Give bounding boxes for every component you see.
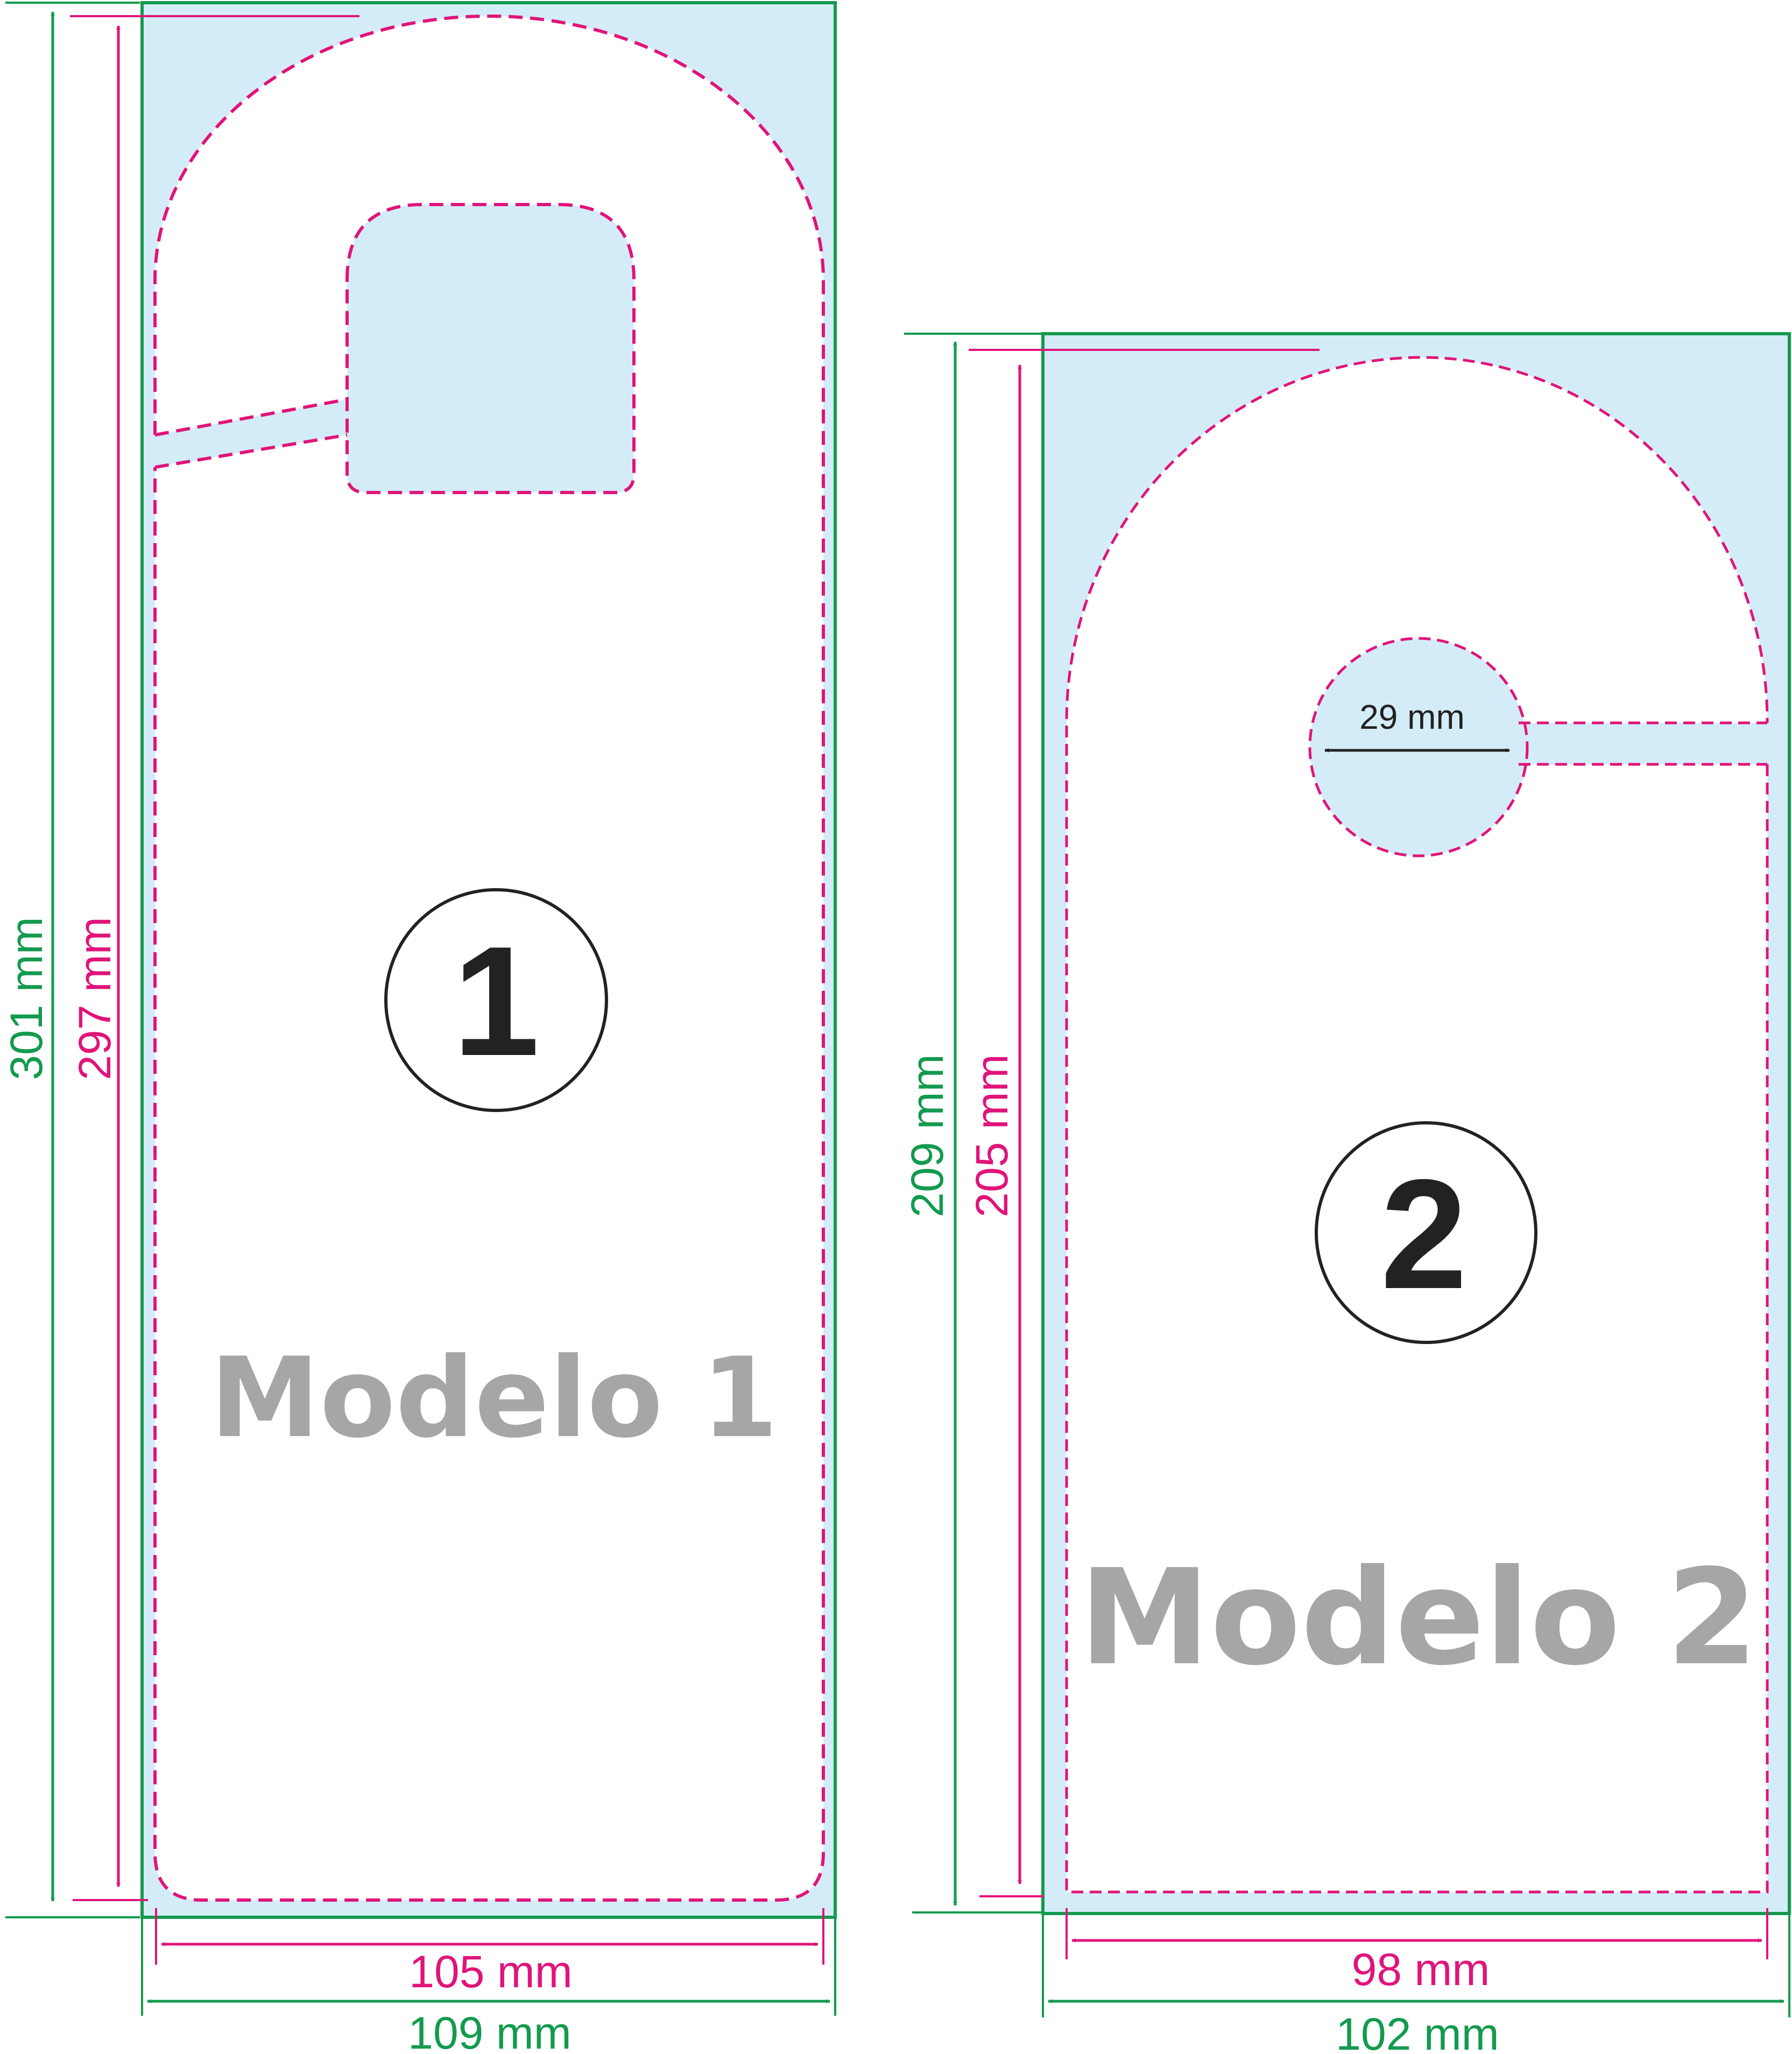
model1-slit-line-bottom [154,433,348,469]
model1-cut-line [153,15,825,1902]
model2-hanger: 29 mm 2 Modelo 2 209 mm 205 mm 98 mm 102… [902,332,1791,2054]
model2-inner-height-label: 205 mm [966,1054,1017,1217]
model2-inner-width-label: 98 mm [1352,1944,1490,1995]
model1-title: Modelo 1 [210,1334,778,1462]
model1-number-circle [384,888,608,1112]
model1-outer-height-label: 301 mm [1,917,52,1080]
model2-number: 2 [1380,1147,1467,1321]
model1-slit-line-top [154,398,348,437]
model2-title: Modelo 2 [1079,1541,1758,1694]
model2-hole-diameter-label: 29 mm [1359,698,1465,736]
model1-trim-border [140,1,837,1919]
model1-outer-width-label: 109 mm [408,2008,571,2054]
model2-number-circle [1315,1121,1537,1344]
model2-cut-line [1065,356,1769,1894]
model1-inner-height-label: 297 mm [69,917,120,1080]
model1-hanger: 1 Modelo 1 301 mm 297 mm 105 mm 109 mm [1,1,837,2054]
model2-hanger-hole [1308,637,1529,857]
model2-outer-width-label: 102 mm [1336,2009,1499,2054]
model1-slit-fill [155,399,347,467]
model2-outer-height-label: 209 mm [902,1054,953,1217]
model1-inner-width-label: 105 mm [409,1946,572,1997]
model1-hanger-hole [345,203,636,494]
model2-trim-border [1041,332,1791,1915]
model1-number: 1 [453,914,539,1088]
